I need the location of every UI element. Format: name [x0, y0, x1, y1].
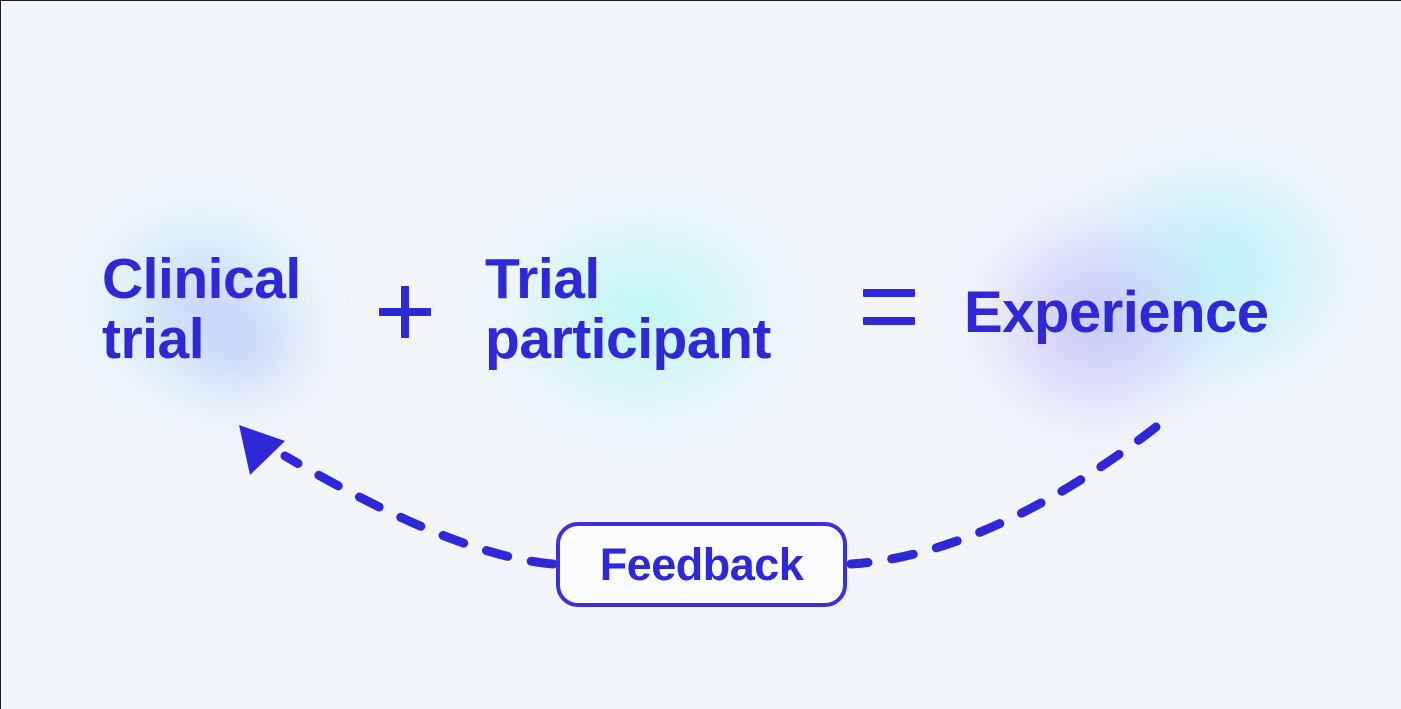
feedback-label: Feedback [599, 539, 804, 590]
term-experience: Experience [964, 280, 1269, 345]
equals-icon-bottom-bar [863, 317, 915, 325]
glow-right-cyan [1011, 106, 1401, 436]
term-trial-participant: Trial participant [485, 247, 771, 371]
term-clinical-trial: Clinical trial [102, 247, 301, 371]
equals-operator [863, 289, 915, 333]
feedback-badge: Feedback [556, 522, 847, 607]
plus-operator [379, 286, 431, 338]
arrowhead-icon [239, 425, 285, 475]
equals-icon-top-bar [863, 289, 915, 297]
plus-icon-vertical-bar [401, 286, 409, 338]
feedback-dashed-line-right [846, 422, 1161, 569]
feedback-dashed-line-left [280, 451, 558, 569]
